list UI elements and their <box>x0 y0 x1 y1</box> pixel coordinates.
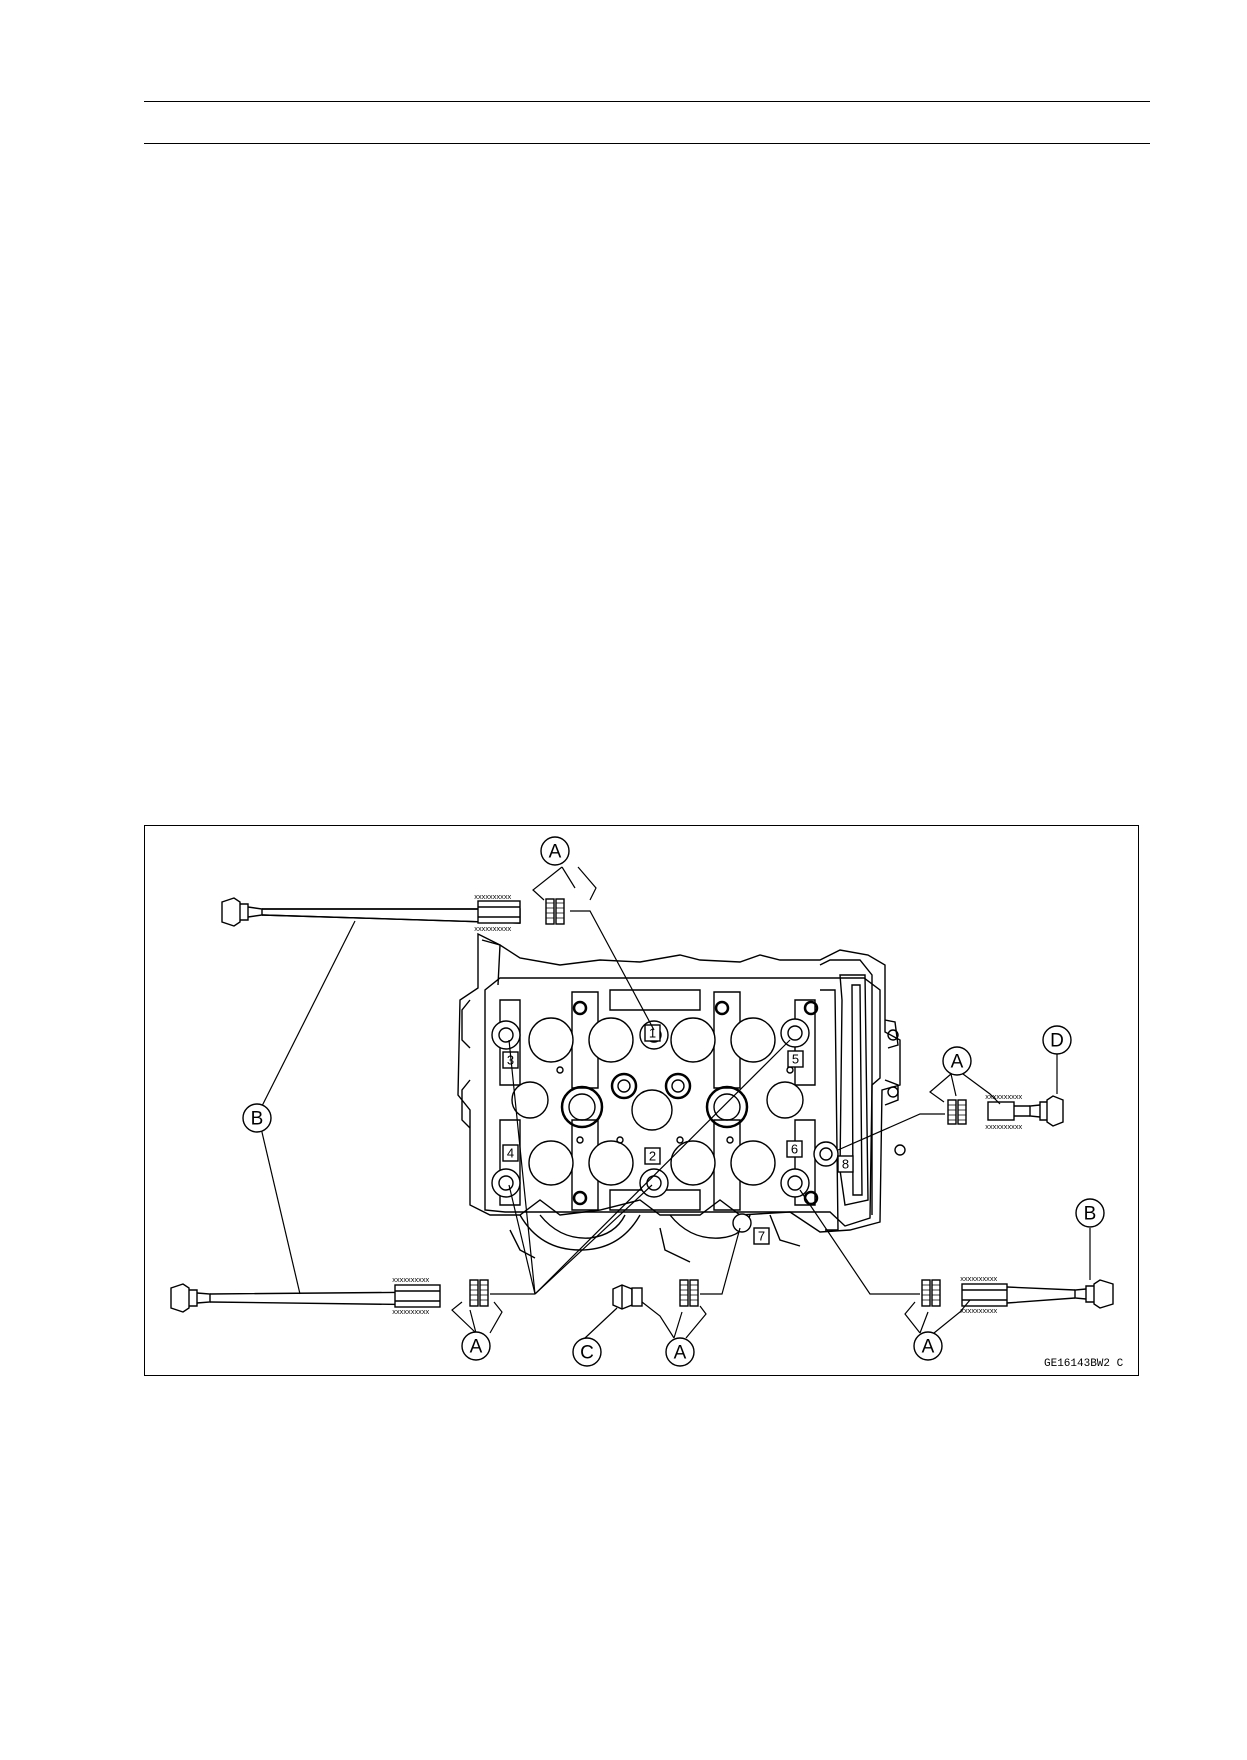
bolt-number-2: 2 <box>649 1149 656 1164</box>
thread-mark: xxxxxxxxxx <box>474 894 511 902</box>
callout-a: A <box>549 842 562 863</box>
cap-bolt-heads <box>556 1000 906 1206</box>
callout-b: B <box>251 1109 264 1130</box>
thread-mark: xxxxxxxxxx <box>960 1308 997 1316</box>
header-rule-bottom <box>144 143 1150 144</box>
long-bolt-right <box>961 1279 1114 1309</box>
thread-mark: xxxxxxxxxx <box>985 1094 1022 1102</box>
callout-a: A <box>922 1337 935 1358</box>
callout-a: A <box>951 1052 964 1073</box>
short-bolt-d <box>987 1095 1064 1127</box>
callout-d: D <box>1050 1031 1064 1052</box>
long-bolt-top <box>221 897 521 927</box>
bolt-number-7: 7 <box>758 1229 765 1244</box>
spark-plug-wells <box>560 1072 749 1129</box>
bolt-number-6: 6 <box>791 1142 798 1157</box>
washers-a <box>469 898 967 1307</box>
thread-mark: xxxxxxxxxx <box>474 926 511 934</box>
bolt-number-1: 1 <box>649 1026 656 1041</box>
bolt-number-4: 4 <box>507 1146 514 1161</box>
header-rule-top <box>144 101 1150 102</box>
cylinder-head-outline <box>457 932 901 1263</box>
cam-lobes <box>511 1017 804 1186</box>
callout-circles <box>242 836 1105 1367</box>
bolt-number-5: 5 <box>792 1052 799 1067</box>
callout-b: B <box>1084 1204 1097 1225</box>
leader-lines <box>260 866 1091 1339</box>
long-bolt-bottom <box>170 1283 441 1313</box>
nut-c <box>612 1284 643 1310</box>
thread-mark: xxxxxxxxxx <box>960 1276 997 1284</box>
washer-hatching <box>470 902 966 1301</box>
callout-a: A <box>674 1343 687 1364</box>
figure-frame <box>144 825 1139 1376</box>
thread-mark: xxxxxxxxxx <box>392 1277 429 1285</box>
thread-mark: xxxxxxxxxx <box>985 1124 1022 1132</box>
callout-c: C <box>580 1343 594 1364</box>
bolt-number-8: 8 <box>842 1157 849 1172</box>
callout-a: A <box>470 1337 483 1358</box>
thread-mark: xxxxxxxxxx <box>392 1309 429 1317</box>
figure-code: GE16143BW2 C <box>1044 1358 1124 1370</box>
